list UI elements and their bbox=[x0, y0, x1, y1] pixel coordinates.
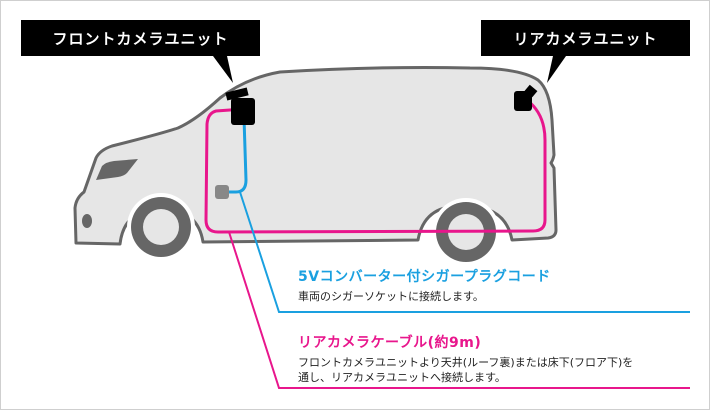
power-cord bbox=[225, 117, 248, 194]
front-camera-unit bbox=[225, 87, 255, 125]
rear-cable-description: リアカメラケーブル(約9m) フロントカメラユニットより天井(ルーフ裏)または床… bbox=[298, 332, 633, 385]
power-cord-title: 5Vコンバーター付シガープラグコード bbox=[298, 269, 551, 285]
power-cord-body: 車両のシガーソケットに接続します。 bbox=[298, 290, 484, 303]
rear-callout-pointer bbox=[547, 56, 566, 83]
rear-camera-callout: リアカメラユニット bbox=[481, 20, 690, 56]
fog-light bbox=[82, 214, 92, 228]
power-cord-leader-line bbox=[239, 191, 690, 313]
power-cord-description: 5Vコンバーター付シガープラグコード 車両のシガーソケットに接続します。 bbox=[298, 266, 551, 304]
front-wheel bbox=[127, 193, 195, 261]
rear-cable-body-line2: 通し、リアカメラユニットへ接続します。 bbox=[298, 371, 506, 384]
front-camera-label: フロントカメラユニット bbox=[52, 29, 229, 48]
rear-camera-cable bbox=[204, 98, 547, 234]
front-callout-pointer bbox=[213, 56, 233, 83]
headlight bbox=[96, 159, 138, 180]
rear-cable-leader-line bbox=[228, 231, 690, 389]
rear-camera-unit bbox=[514, 84, 538, 111]
rear-cable-title: リアカメラケーブル(約9m) bbox=[298, 335, 482, 351]
rear-camera-label: リアカメラユニット bbox=[513, 29, 658, 48]
rear-cable-body-line1: フロントカメラユニットより天井(ルーフ裏)または床下(フロア下)を bbox=[298, 356, 634, 369]
cigar-socket bbox=[215, 185, 229, 199]
rear-cable-body: フロントカメラユニットより天井(ルーフ裏)または床下(フロア下)を 通し、リアカ… bbox=[298, 355, 633, 385]
van-body bbox=[73, 66, 558, 246]
front-camera-callout: フロントカメラユニット bbox=[21, 20, 260, 56]
